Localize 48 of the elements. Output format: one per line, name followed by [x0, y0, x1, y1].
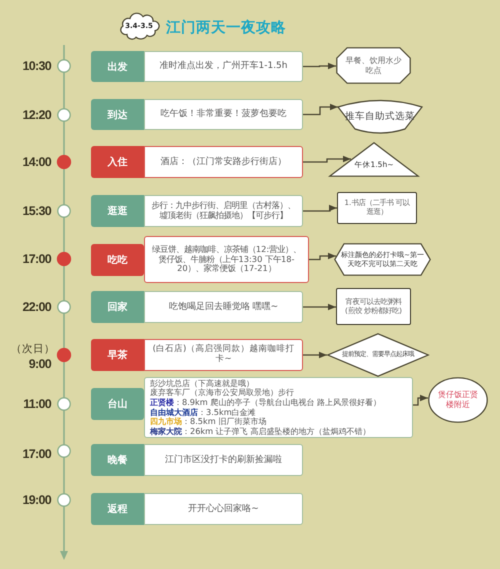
description-text: 梅家大院：26km 让子弹飞 高启盛坠楼的地方（盐焗鸡不错） [150, 426, 370, 436]
description-text: 准时准点出发，广州开车1-1.5h [160, 61, 288, 72]
category-tab: 返程 [91, 493, 144, 525]
time-label: 14:00 [22, 154, 51, 170]
description-text: 四九市场：8.5km 旧厂街菜市场 [150, 417, 266, 427]
category-tab: 逛逛 [91, 195, 144, 227]
octagon-note: 早餐、饮用水少吃点 [336, 47, 411, 84]
description-text: 吃饱喝足回去睡觉咯 嘿嘿~ [168, 302, 278, 312]
time-label: 15:30 [22, 203, 51, 219]
description-text: 开开心心回家咯~ [188, 504, 259, 514]
description-text: 绿豆饼、越南咖啡、凉茶铺（12:营业）、煲仔饭、牛腩粉（上午13:30 下午18-20）、家常便饭（17-21） [151, 245, 302, 274]
time-label: 10:30 [22, 58, 51, 74]
arrow [303, 352, 327, 358]
arrow [303, 304, 336, 310]
description-text: 正贤楼：8.9km 爬山的亭子（导航台山电视台 路上风景很好看） [150, 398, 381, 408]
description-text: (白石店)（高启强同款）越南咖啡打卡~ [152, 345, 296, 365]
description-text: 自由城大酒店：3.5km白金滩 [150, 408, 256, 417]
description-text: 废弃客车厂（京海市公安局取景地）步行 [150, 388, 294, 398]
time-label: 11:00 [23, 396, 51, 412]
arrow [303, 104, 338, 116]
category-tab: 回家 [91, 291, 144, 323]
description-text: 江门市区没打卡的刷新捡漏啦 [165, 454, 282, 466]
title: 江门两天一夜攻略 [166, 19, 286, 37]
category-tab: 晚餐 [91, 444, 144, 476]
description-text: 彭沙坑总店（下高速就是哦） [150, 378, 254, 388]
description-text: 步行：九中步行街、启明里（古村落）、墟顶老街（狂飙拍摄地）【可步行】 [151, 201, 296, 221]
category-tab: 出发 [91, 51, 144, 82]
category-tab: 早茶 [91, 339, 144, 371]
category-tab: 吃吃 [91, 244, 144, 276]
time-label: 22:00 [22, 299, 51, 315]
time-label: 17:00 [22, 446, 51, 462]
category-tab: 入住 [91, 146, 144, 178]
arrow [303, 204, 337, 212]
time-label: 12:20 [22, 107, 51, 123]
arrow [413, 394, 428, 406]
category-tab: 台山 [91, 388, 144, 420]
ellipse-note: 煲仔饭正贤楼附近 [428, 377, 488, 423]
arrow [303, 156, 351, 163]
description-text: 吃午饭！非常重要！菠萝包要吃 [160, 109, 286, 120]
category-tab: 到达 [91, 99, 144, 130]
day-label: （次日） [11, 342, 55, 357]
time-label: 9:00 [28, 356, 51, 372]
time-label: 19:00 [22, 492, 51, 508]
arrow [309, 252, 336, 260]
curved-banner: 推车自助式选菜 [337, 100, 423, 134]
time-label: 17:00 [22, 251, 51, 267]
arrow [303, 62, 336, 70]
description-text: 酒店：（江门常安路步行街店） [160, 156, 286, 168]
